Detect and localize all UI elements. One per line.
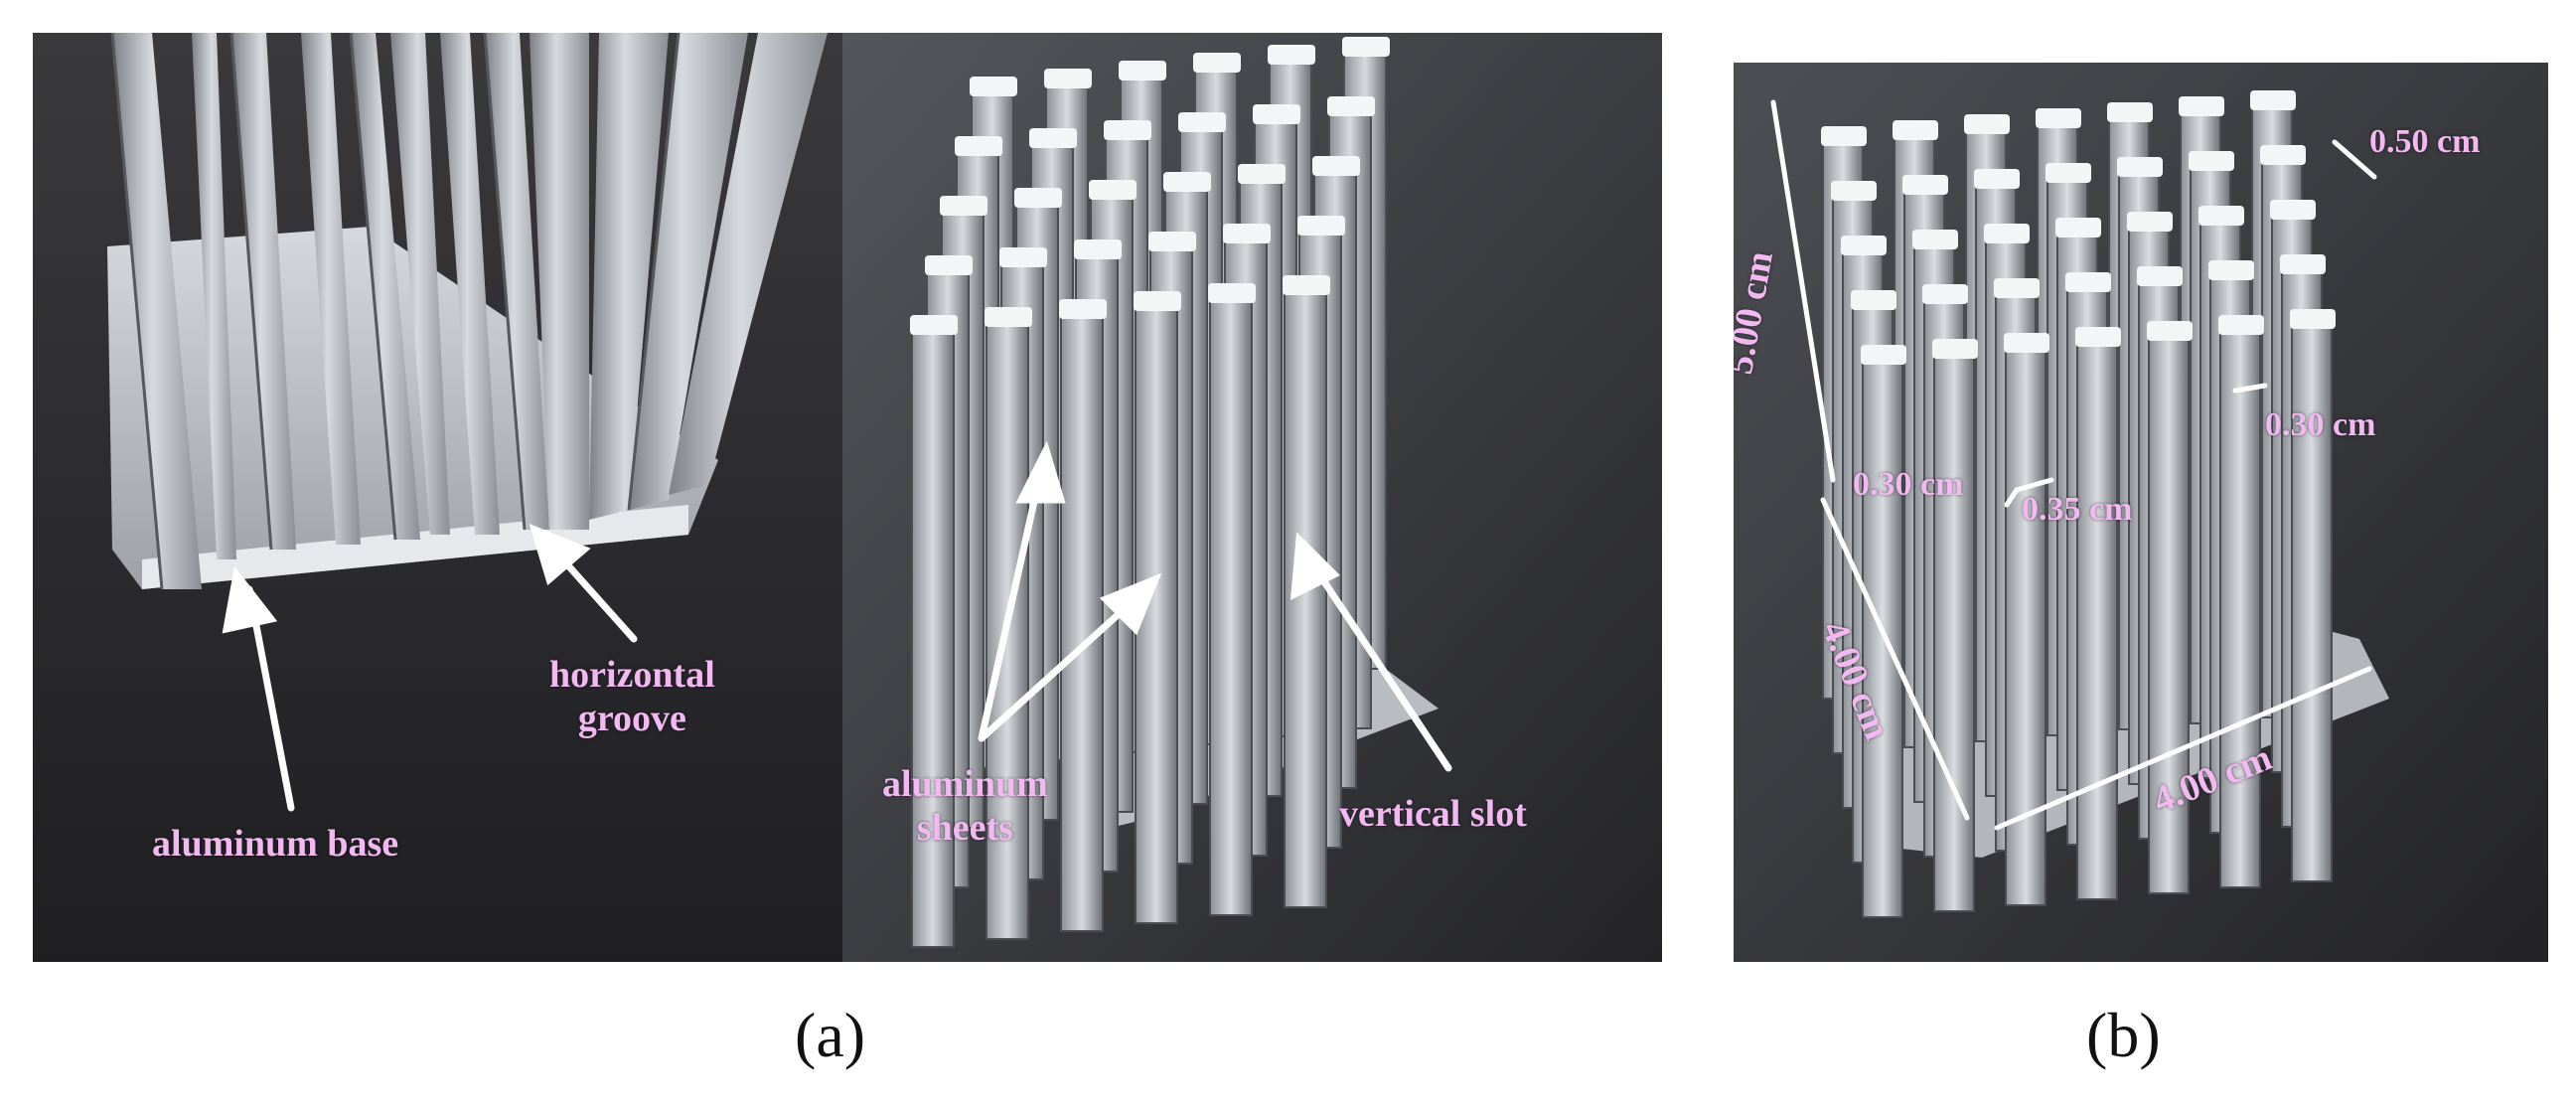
pin-fin-top (1208, 283, 1256, 303)
pin-fin-top (2075, 327, 2121, 347)
pin-fin-top (910, 315, 958, 335)
label-aluminum-base: aluminum base (152, 823, 399, 865)
pin-fin-top (985, 307, 1032, 327)
pin-fin (2005, 348, 2046, 906)
pin-fin-top (1268, 45, 1315, 65)
label-pin-width: 0.35 cm (2022, 491, 2133, 528)
label-right-gap: 0.30 cm (2265, 406, 2376, 443)
pin-fin-top (1984, 224, 2030, 243)
label-top-gap: 0.50 cm (2369, 123, 2481, 160)
pin-fin-top (1922, 284, 1968, 304)
pin-fin-top (1297, 216, 1345, 236)
pin-fin-top (2250, 90, 2296, 110)
photo-aluminum-base: aluminum base horizontal groove (33, 33, 842, 962)
pin-fin-top (1089, 180, 1136, 200)
pin-fin-top (2280, 254, 2326, 274)
pin-fin-top (2147, 321, 2193, 341)
pin-fin-top (1283, 275, 1330, 295)
label-vertical-slot: vertical slot (1339, 793, 1527, 835)
pin-fin-top (2036, 108, 2081, 128)
pin-fin-top (1327, 96, 1375, 116)
pin-fin-top (2270, 200, 2316, 220)
pin-fin-top (955, 136, 1002, 156)
pin-fin-top (2208, 260, 2254, 280)
label-aluminum-sheets: aluminum sheets (882, 763, 1048, 849)
pin-fin-top (1312, 156, 1360, 176)
pin-fin-top (2218, 315, 2264, 335)
pin-fin-top (2260, 145, 2306, 165)
pin-fin-top (1932, 339, 1978, 359)
pin-fin-top (1238, 164, 1286, 184)
pin-fin (1933, 354, 1975, 912)
pin-fin-top (1893, 120, 1938, 140)
pin-fin-top (970, 77, 1017, 96)
pin-fin-top (1029, 128, 1077, 148)
pin-fin (2291, 324, 2333, 882)
photo-dimensions-drawing (1734, 63, 2548, 962)
pin-fin-top (1994, 278, 2040, 298)
pin-fin-top (1074, 239, 1122, 259)
pin-fin-top (1163, 172, 1211, 192)
pin-fin (2076, 342, 2118, 900)
pin-fin-top (2198, 206, 2244, 226)
pin-fin-top (1148, 232, 1196, 251)
label-horizontal-groove: horizontal groove (549, 654, 715, 739)
pin-fin-top (2137, 266, 2183, 286)
pin-fin (2219, 330, 2261, 888)
pin-fin-top (2055, 218, 2101, 237)
pin-fin-top (999, 247, 1047, 267)
photo-aluminum-sheets: aluminum sheets vertical slot (842, 33, 1662, 962)
pin-fin-top (1059, 299, 1107, 319)
caption-b: (b) (2086, 1000, 2161, 1070)
pin-fin-top (1193, 53, 1241, 73)
pin-fin (911, 330, 955, 948)
pin-fin-top (2290, 309, 2336, 329)
pin-fin-top (1841, 236, 1887, 255)
pin-fin-top (1119, 61, 1166, 80)
pin-fin-top (1134, 291, 1181, 311)
pin-fin-top (2065, 272, 2111, 292)
pin-fin-top (925, 255, 973, 275)
pin-fin-top (1974, 169, 2020, 189)
pin-fin-top (1178, 112, 1226, 132)
pin-fin-top (940, 196, 987, 216)
pin-fin-top (1104, 120, 1151, 140)
label-pin-thickness: 0.30 cm (1853, 466, 1964, 503)
photo-aluminum-sheets-drawing (842, 33, 1662, 962)
pin-fin-top (2046, 163, 2091, 183)
pin-fin-top (1821, 126, 1867, 146)
pin-fin (1862, 360, 1903, 918)
pin-fin-top (1861, 345, 1906, 365)
pin-fin-top (1044, 69, 1092, 88)
pin-fin-top (2127, 212, 2173, 232)
pin-fin-top (1223, 224, 1271, 243)
pin-fin-top (1253, 104, 1300, 124)
caption-a: (a) (795, 1000, 866, 1070)
pin-fin-top (2107, 102, 2153, 122)
pin-fin-top (1014, 188, 1062, 208)
pin-fin-top (2004, 333, 2049, 353)
pin-fin-top (1851, 290, 1896, 310)
pin-fin-top (2189, 151, 2234, 171)
pin-fin-top (1831, 181, 1877, 201)
pin-fin-top (2179, 96, 2224, 116)
pin-fin (2148, 336, 2190, 894)
pin-fin-top (1964, 114, 2010, 134)
pin-fin-top (1342, 37, 1390, 57)
pin-fin (1209, 298, 1253, 916)
pin-fin-top (1902, 175, 1948, 195)
photo-dimensions: 5.00 cm 4.00 cm 4.00 cm 0.50 cm 0.30 cm … (1734, 63, 2548, 962)
pin-fin-top (1912, 230, 1958, 249)
pin-fin (1060, 314, 1104, 932)
photo-aluminum-base-drawing (33, 33, 842, 962)
pin-fin-top (2117, 157, 2163, 177)
